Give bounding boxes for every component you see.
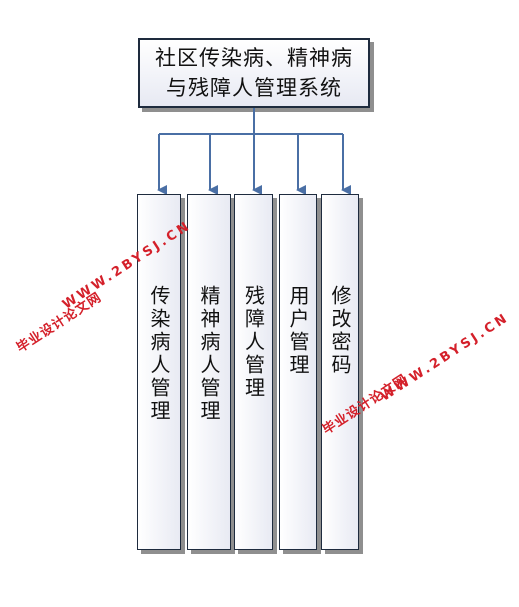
module-box-disabled: 残障人管理 [234, 194, 273, 550]
module-label-mental: 精神病人管理 [197, 285, 221, 423]
module-label-infectious: 传染病人管理 [147, 285, 171, 423]
module-box-password: 修改密码 [321, 194, 359, 550]
root-system-box: 社区传染病、精神病 与残障人管理系统 [138, 38, 370, 108]
module-label-disabled: 残障人管理 [241, 285, 266, 400]
module-box-infectious: 传染病人管理 [137, 194, 181, 550]
module-box-mental: 精神病人管理 [187, 194, 231, 550]
module-label-password: 修改密码 [328, 285, 352, 377]
module-box-user: 用户管理 [279, 194, 317, 550]
root-title-line2: 与残障人管理系统 [166, 76, 342, 100]
root-title-line1: 社区传染病、精神病 [155, 46, 353, 70]
module-label-user: 用户管理 [286, 285, 310, 377]
